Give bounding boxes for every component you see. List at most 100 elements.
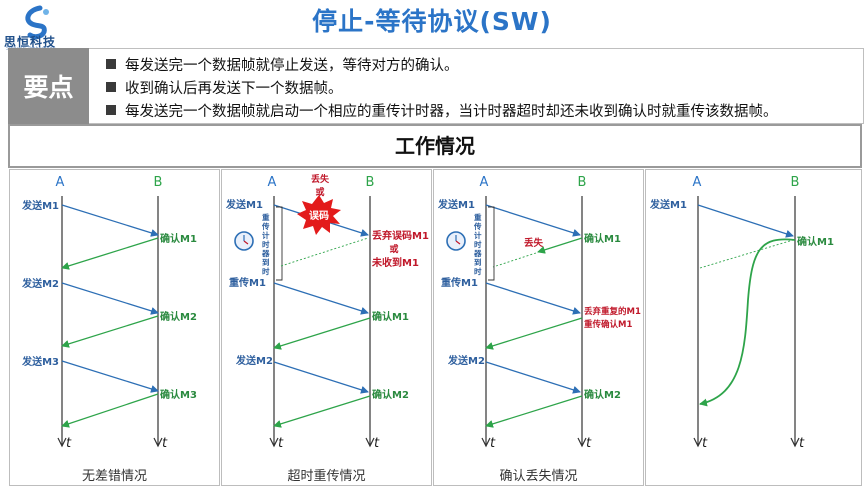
time-label: t [490, 436, 496, 451]
timer-bracket [488, 206, 495, 281]
panel-ack-late [645, 169, 862, 486]
discard-duplicate-label: 丢弃重复的M1 [584, 306, 641, 317]
timeline-arrowhead [365, 437, 375, 448]
key-point-text: 每发送完一个数据帧就启动一个相应的重传计时器，当计时器超时却还未收到确认时就重传… [125, 104, 778, 120]
frame-arrow [61, 360, 159, 393]
ack-arrow [61, 237, 159, 270]
frame-arrow [485, 204, 581, 237]
frame-arrow [61, 282, 159, 315]
timeline-arrowhead [790, 437, 800, 448]
key-points-label: 要点 [8, 48, 89, 124]
send-label: 发送M3 [21, 355, 59, 368]
bullet-square-icon [106, 59, 116, 69]
resend-label: 重传M1 [229, 276, 266, 289]
frame-arrow [697, 204, 794, 238]
timeout-dashed-line [492, 252, 537, 268]
timeline-arrowhead [269, 437, 279, 448]
ack-label: 确认M2 [372, 388, 409, 401]
error-burst-icon [297, 195, 341, 235]
company-logo [25, 5, 49, 40]
timeout-dashed-line [280, 237, 369, 267]
ack-arrow [485, 395, 583, 428]
section-title: 工作情况 [8, 124, 862, 168]
key-point-item: 收到确认后再发送下一个数据帧。 [106, 77, 343, 98]
timer-label: 重传计时器到时 [261, 212, 270, 276]
ack-label: 确认M3 [160, 388, 197, 401]
key-point-text: 每发送完一个数据帧就停止发送，等待对方的确认。 [125, 58, 459, 74]
diagram-ack-lost: A B t t 重传计时器到时 丢失 发送M1 确认M1 重传M1 丢弃重复的M… [437, 175, 641, 451]
clock-icon [446, 231, 466, 251]
ack-arrow [61, 315, 159, 348]
timeout-dashed-line [699, 239, 794, 269]
ack-label: 确认M1 [584, 232, 621, 245]
frame-arrow [485, 361, 581, 394]
node-b-label: B [791, 175, 800, 190]
not-received-label: 未收到M1 [371, 256, 419, 269]
ack-label: 确认M2 [584, 388, 621, 401]
time-label: t [374, 436, 380, 451]
clock-icon [234, 231, 254, 251]
time-label: t [162, 436, 168, 451]
ack-arrow-lost [537, 237, 583, 254]
node-a-label: A [480, 175, 489, 190]
node-a-label: A [693, 175, 702, 190]
send-label: 发送M1 [21, 199, 59, 212]
node-a-label: A [268, 175, 277, 190]
timeline-arrowhead [693, 437, 703, 448]
error-label: 误码 [309, 209, 329, 222]
diagram-timeout-retransmit: A B t t 重传计时器到时 误码 丢失 或 丢弃误码M1 或 未收到M1 [225, 173, 429, 451]
time-label: t [278, 436, 284, 451]
ack-arrow [61, 393, 159, 428]
send-label: 发送M2 [447, 354, 485, 367]
node-b-label: B [366, 175, 375, 190]
send-label: 发送M1 [225, 198, 263, 211]
diagram-ack-late: A B t t 发送M1 确认M1 [649, 175, 834, 451]
ack-arrow [273, 395, 371, 428]
time-label: t [799, 436, 805, 451]
timeline-arrowhead [153, 437, 163, 448]
send-label: 发送M1 [437, 198, 475, 211]
time-label: t [702, 436, 708, 451]
panel-caption: 无差错情况 [81, 469, 147, 484]
panel-caption: 确认丢失情况 [499, 469, 578, 484]
page-title: 停止-等待协议(SW) [312, 7, 552, 36]
key-point-item: 每发送完一个数据帧就停止发送，等待对方的确认。 [106, 54, 459, 75]
timeline-arrowhead [57, 437, 67, 448]
diagram-no-error: A B t t 发送M1 确认M1 发送M2 确认M2 发送M3 确认M3 [21, 175, 197, 451]
frame-arrow [61, 204, 159, 237]
node-b-label: B [154, 175, 163, 190]
discard-error-label: 丢弃误码M1 [372, 229, 429, 242]
ack-label: 确认M1 [797, 235, 834, 248]
or-label: 或 [315, 186, 324, 198]
time-label: t [586, 436, 592, 451]
late-ack-curve [699, 238, 796, 407]
key-point-item: 每发送完一个数据帧就启动一个相应的重传计时器，当计时器超时却还未收到确认时就重传… [106, 100, 778, 121]
ack-label: 确认M1 [160, 232, 197, 245]
send-label: 发送M2 [235, 354, 273, 367]
resend-label: 重传M1 [441, 276, 478, 289]
ack-label: 确认M1 [372, 310, 409, 323]
time-label: t [66, 436, 72, 451]
node-b-label: B [578, 175, 587, 190]
ack-arrow [485, 317, 583, 350]
send-label: 发送M2 [21, 277, 59, 290]
node-a-label: A [56, 175, 65, 190]
timer-label: 重传计时器到时 [473, 212, 482, 276]
timer-bracket [276, 206, 283, 281]
frame-arrow [485, 282, 581, 315]
send-label: 发送M1 [649, 198, 687, 211]
timeline-arrowhead [481, 437, 491, 448]
frame-arrow [273, 282, 369, 315]
frame-arrow [273, 361, 369, 394]
or-label: 或 [389, 243, 398, 255]
key-point-text: 收到确认后再发送下一个数据帧。 [125, 81, 343, 97]
bullet-square-icon [106, 82, 116, 92]
reconfirm-label: 重传确认M1 [584, 319, 632, 330]
bullet-square-icon [106, 105, 116, 115]
lost-label: 丢失 [311, 173, 330, 185]
ack-label: 确认M2 [160, 310, 197, 323]
ack-arrow [273, 317, 371, 350]
panel-caption: 超时重传情况 [287, 469, 366, 484]
timeline-arrowhead [577, 437, 587, 448]
